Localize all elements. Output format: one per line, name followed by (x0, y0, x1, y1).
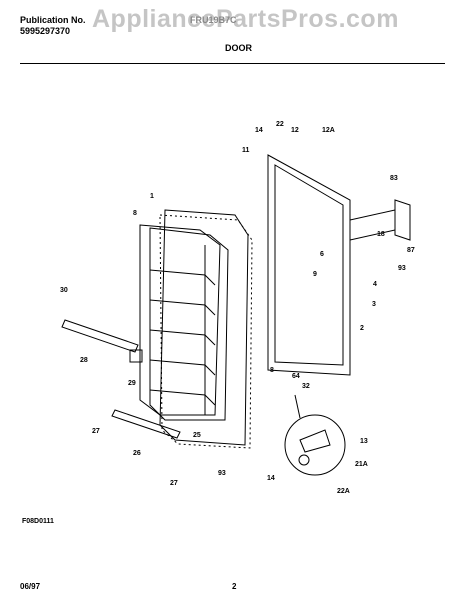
callout-12A: 12A (322, 127, 335, 134)
door-liner-assembly (139, 209, 253, 449)
callout-83: 83 (390, 175, 398, 182)
section-title: DOOR (225, 43, 252, 53)
publication-label: Publication No. (20, 15, 86, 25)
footer-page: 2 (232, 582, 237, 591)
callout-14b: 14 (267, 475, 275, 482)
figure-code: F08D0111 (22, 518, 54, 525)
publication-number: 5995297370 (20, 26, 71, 36)
callout-64: 64 (292, 373, 300, 380)
shelf-end-cap (129, 349, 143, 363)
callout-87: 87 (407, 247, 415, 254)
door-panel (267, 154, 351, 376)
callout-2: 2 (360, 325, 364, 332)
callout-22: 22 (276, 121, 284, 128)
callout-25: 25 (193, 432, 201, 439)
callout-22A: 22A (337, 488, 350, 495)
callout-4: 4 (373, 281, 377, 288)
callout-30: 30 (60, 287, 68, 294)
callout-18: 18 (377, 231, 385, 238)
callout-14: 14 (255, 127, 263, 134)
callout-12: 12 (291, 127, 299, 134)
footer-date: 06/97 (20, 582, 41, 591)
callout-29: 29 (128, 380, 136, 387)
callout-26: 26 (133, 450, 141, 457)
callout-28: 28 (80, 357, 88, 364)
callout-11: 11 (242, 147, 250, 154)
callout-93: 93 (218, 470, 226, 477)
callout-6: 6 (320, 251, 324, 258)
detail-magnifier (284, 414, 346, 476)
callout-32: 32 (302, 383, 310, 390)
shelf-bar-upper (61, 319, 139, 353)
callout-27: 27 (92, 428, 100, 435)
hinge-bracket (394, 199, 411, 241)
model-number: FRU19B7C (190, 15, 237, 25)
callout-93b: 93 (398, 265, 406, 272)
callout-21A: 21A (355, 461, 368, 468)
header-rule (20, 63, 445, 64)
watermark: AppliancePartsPros.com (92, 5, 399, 33)
callout-27b: 27 (170, 480, 178, 487)
callout-9: 9 (313, 271, 317, 278)
callout-8b: 8 (270, 367, 274, 374)
shelf-bar-lower (111, 409, 181, 439)
callout-8: 8 (133, 210, 137, 217)
callout-3: 3 (372, 301, 376, 308)
callout-13: 13 (360, 438, 368, 445)
callout-1: 1 (150, 193, 154, 200)
